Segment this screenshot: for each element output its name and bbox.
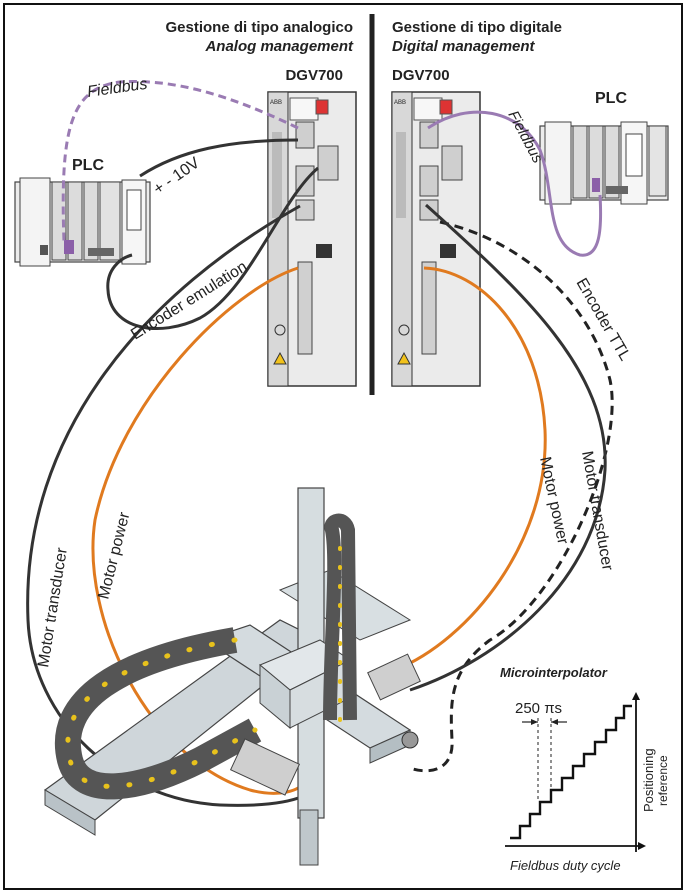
label-encoder-emulation: Encoder emulation	[128, 258, 250, 343]
label-motor-transducer-left: Motor transducer	[35, 546, 71, 669]
microinterpolator-inset: Microinterpolator 250 πs Positioning ref…	[500, 665, 670, 873]
plc-left	[15, 178, 150, 266]
microinterpolator-interval: 250 πs	[515, 700, 562, 717]
drive-right-label: DGV700	[392, 67, 450, 84]
drive-left-label: DGV700	[285, 67, 343, 84]
label-motor-power-left: Motor power	[95, 510, 133, 601]
plc-right-label: PLC	[595, 90, 627, 107]
label-analog-ref: + - 10V	[151, 154, 204, 198]
heading-digital-it: Gestione di tipo digitale	[392, 19, 562, 36]
heading-digital-en: Digital management	[392, 38, 536, 55]
label-fieldbus-left: Fieldbus	[86, 76, 148, 101]
heading-analog-en: Analog management	[204, 38, 354, 55]
heading-analog-it: Gestione di tipo analogico	[165, 19, 353, 36]
plc-right	[540, 122, 668, 204]
drive-right-brand: ABB	[394, 100, 406, 106]
plc-left-label: PLC	[72, 157, 104, 174]
drive-left	[268, 92, 356, 386]
gantry-machine	[45, 488, 420, 865]
microinterpolator-ylabel-1: Positioning	[641, 748, 656, 812]
label-motor-power-right: Motor power	[536, 455, 571, 546]
label-encoder-ttl: Encoder TTL	[573, 276, 634, 364]
drive-left-brand: ABB	[270, 100, 282, 106]
drive-right	[392, 92, 480, 386]
microinterpolator-xlabel: Fieldbus duty cycle	[510, 858, 621, 873]
microinterpolator-title: Microinterpolator	[500, 665, 608, 680]
label-motor-transducer-right: Motor transducer	[578, 450, 616, 573]
microinterpolator-ylabel-2: reference	[656, 755, 670, 806]
